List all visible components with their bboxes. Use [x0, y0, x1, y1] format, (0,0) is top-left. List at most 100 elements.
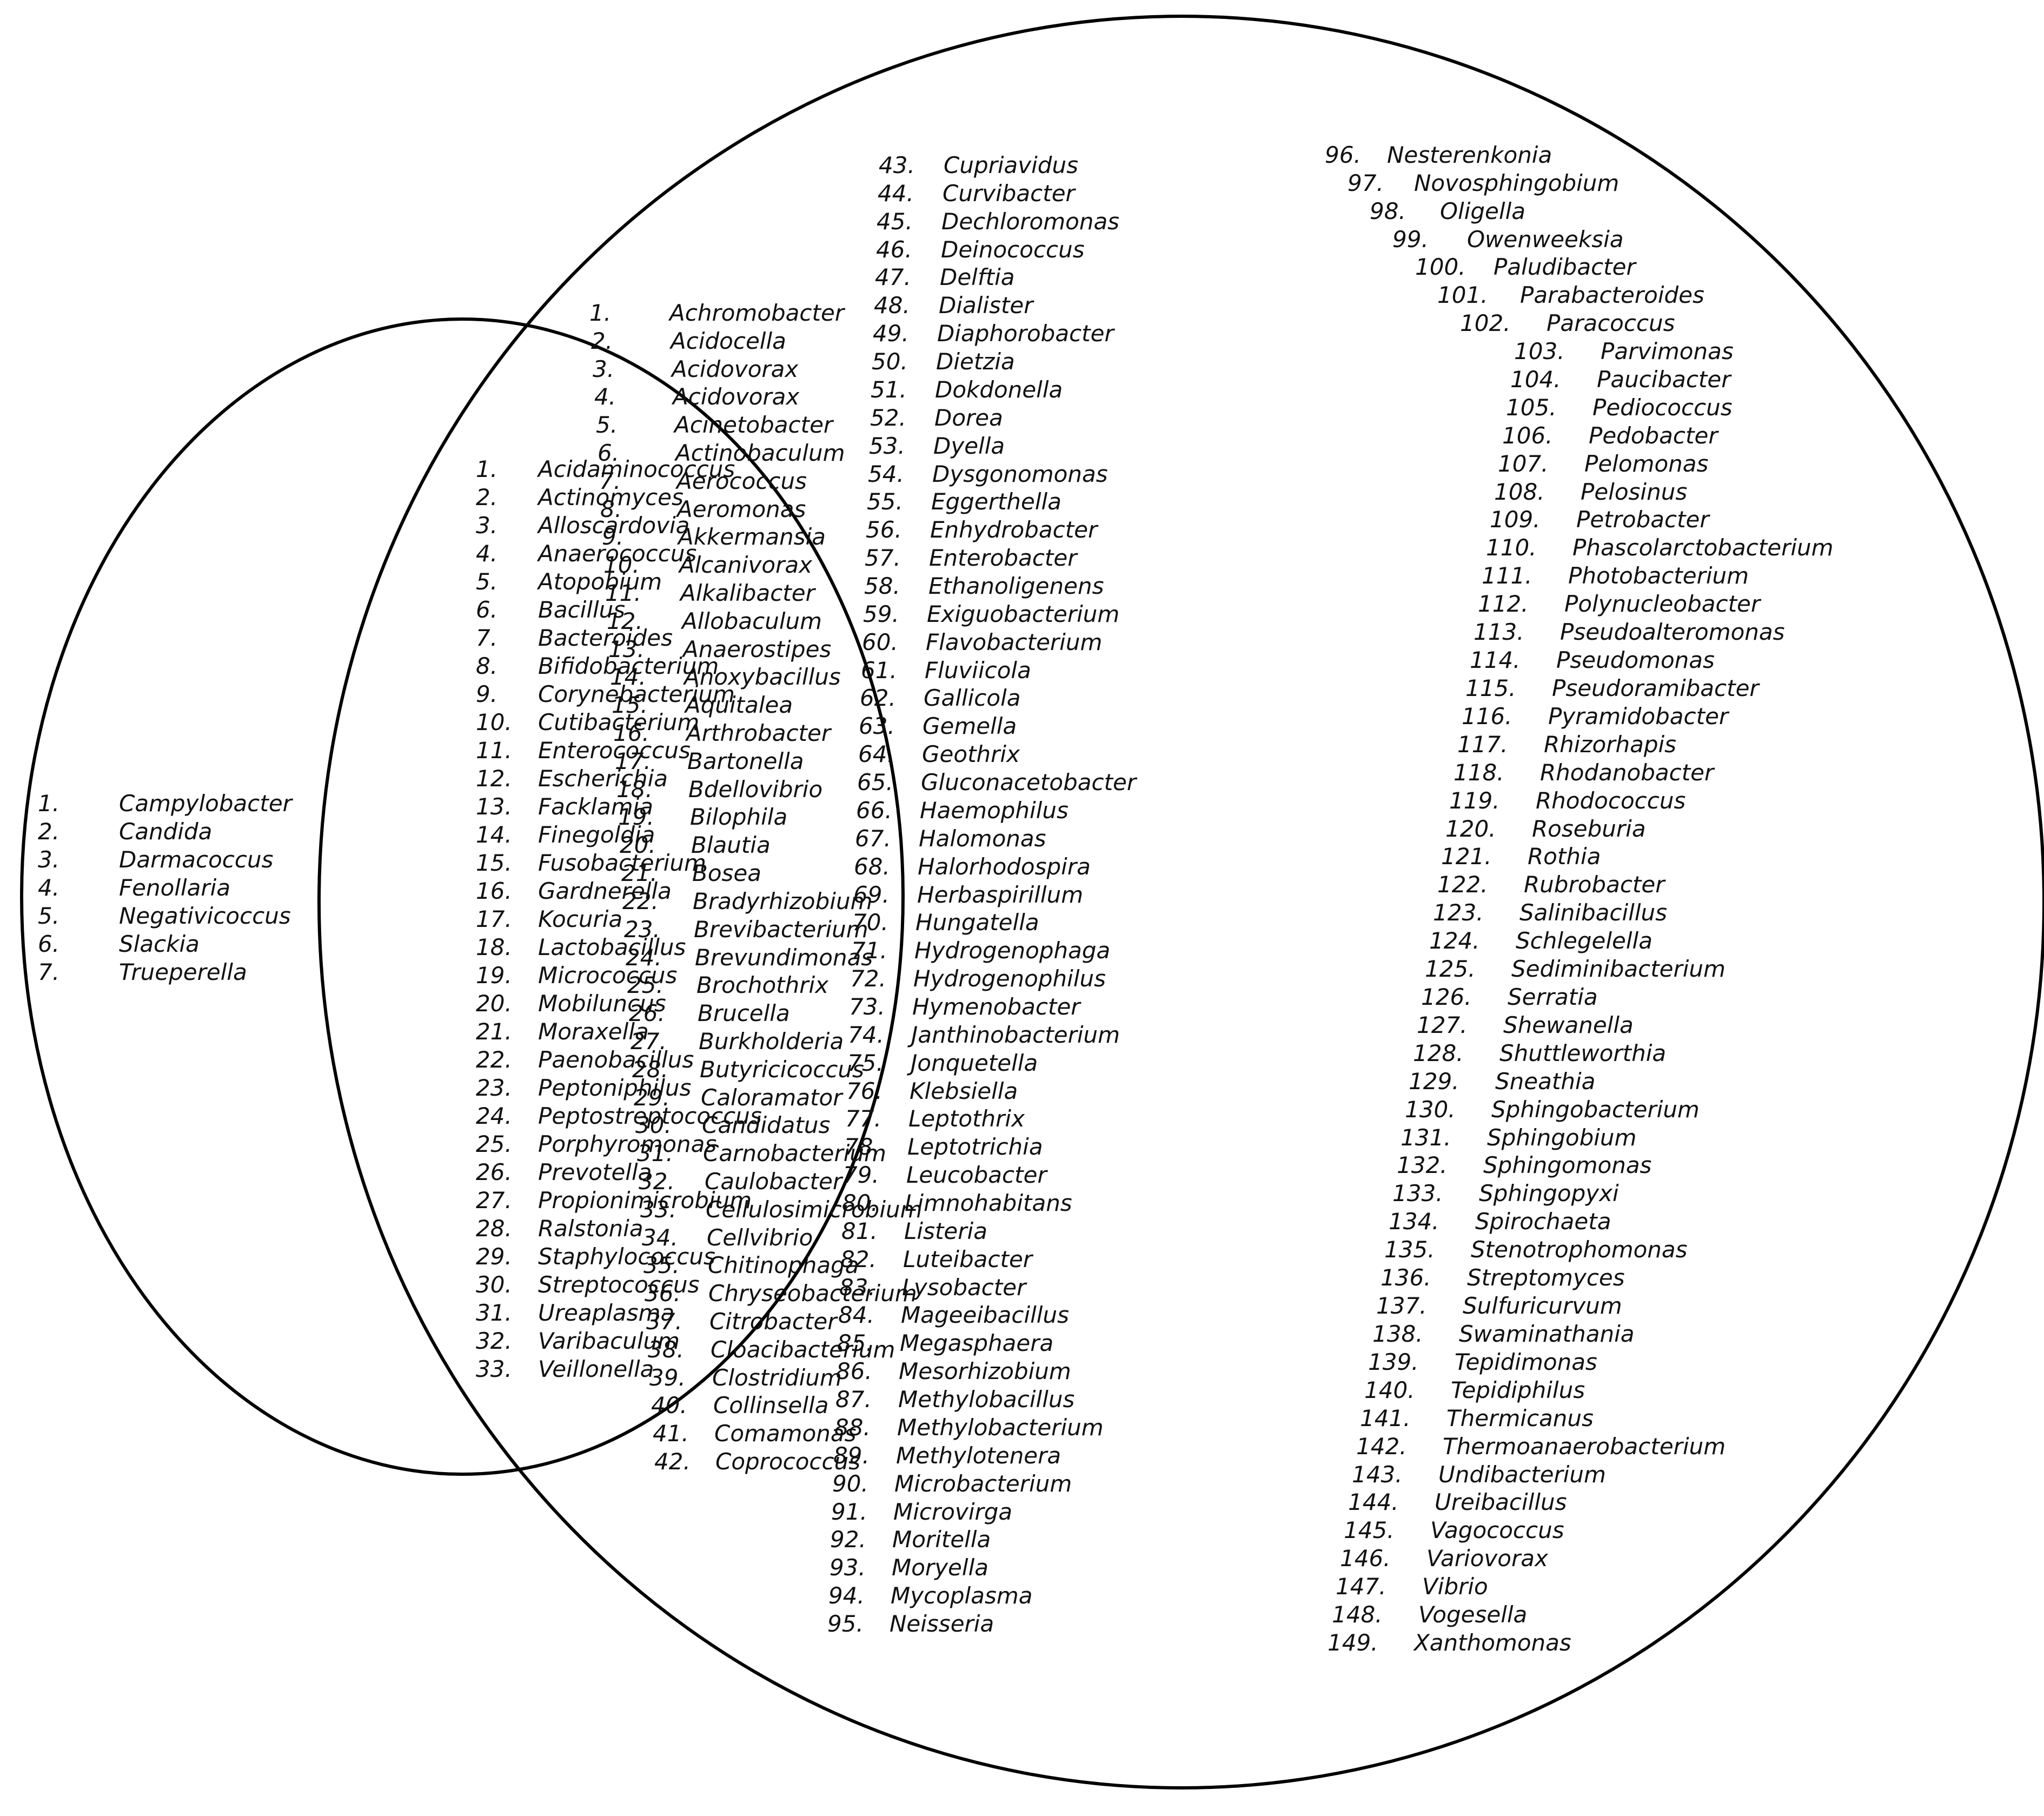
right-only-genus: Vogesella — [1418, 1601, 1527, 1628]
right-only-number: 126. — [1421, 984, 1472, 1010]
shared-number: 18. — [476, 934, 512, 960]
right-only-genus: Moritella — [892, 1526, 991, 1553]
right-only-number: 146. — [1340, 1545, 1391, 1572]
right-only-number: 61. — [861, 657, 897, 684]
right-only-number: 109. — [1490, 506, 1541, 533]
right-only-number: 68. — [854, 853, 890, 880]
right-only-number: 32. — [639, 1168, 675, 1195]
right-only-genus: Leptotrichia — [907, 1134, 1043, 1160]
shared-genus: Acidaminococcus — [536, 456, 735, 482]
right-only-genus: Klebsiella — [910, 1078, 1018, 1104]
right-only-genus: Chitinophaga — [708, 1252, 859, 1278]
right-only-genus: Sphingomonas — [1483, 1152, 1651, 1178]
right-only-number: 57. — [865, 545, 901, 571]
right-only-genus: Cupriavidus — [944, 152, 1078, 178]
right-only-genus: Brevundimonas — [695, 944, 873, 971]
right-only-genus: Parvimonas — [1601, 338, 1734, 364]
shared-genus: Bifidobacterium — [538, 653, 719, 679]
right-only-genus: Bilophila — [690, 804, 787, 830]
right-only-genus: Cloacibacterium — [711, 1336, 895, 1363]
shared-number: 15. — [476, 850, 512, 876]
shared-number: 22. — [476, 1046, 512, 1073]
left-only-genus: Campylobacter — [119, 790, 294, 817]
right-only-number: 3. — [593, 356, 614, 382]
right-only-number: 140. — [1364, 1377, 1415, 1403]
right-only-number: 135. — [1384, 1236, 1435, 1263]
right-only-genus: Caulobacter — [705, 1168, 844, 1195]
right-only-number: 138. — [1372, 1321, 1423, 1347]
right-only-genus: Listeria — [904, 1218, 987, 1244]
right-only-genus: Salinibacillus — [1519, 899, 1667, 926]
right-only-genus: Acinetobacter — [673, 412, 834, 438]
shared-genus: Escherichia — [538, 765, 668, 792]
right-only-genus: Limnohabitans — [905, 1190, 1072, 1216]
right-only-number: 33. — [640, 1196, 676, 1223]
shared-number: 11. — [476, 737, 512, 764]
left-only-genus: Negativicoccus — [119, 903, 291, 929]
shared-genus: Kocuria — [538, 906, 622, 932]
shared-genus: Prevotella — [538, 1159, 652, 1185]
right-only-genus: Thermicanus — [1446, 1405, 1594, 1431]
left-only-list: 1.Campylobacter2.Candida3.Darmacoccus4.F… — [38, 790, 294, 985]
right-only-genus: Mesorhizobium — [899, 1358, 1071, 1384]
shared-number: 33. — [476, 1356, 512, 1382]
right-only-genus: Pelosinus — [1581, 479, 1687, 505]
right-only-number: 88. — [834, 1414, 871, 1441]
shared-genus: Ralstonia — [538, 1215, 643, 1242]
right-only-number: 19. — [618, 804, 654, 830]
right-only-genus: Achromobacter — [668, 300, 846, 326]
right-only-genus: Aeromonas — [675, 496, 806, 522]
right-only-genus: Chryseobacterium — [708, 1280, 917, 1307]
right-only-number: 36. — [645, 1280, 681, 1307]
right-only-genus: Candidatus — [702, 1112, 830, 1138]
shared-number: 9. — [476, 681, 497, 707]
right-only-number: 34. — [642, 1224, 678, 1251]
right-only-genus: Dysgonomonas — [932, 461, 1108, 487]
shared-number: 16. — [476, 878, 512, 904]
right-only-genus: Gemella — [923, 713, 1017, 739]
shared-genus: Alloscardovia — [536, 512, 689, 539]
right-only-number: 124. — [1429, 927, 1480, 954]
right-only-number: 114. — [1470, 647, 1521, 673]
right-only-genus: Halomonas — [919, 825, 1046, 852]
right-only-genus: Shuttleworthia — [1499, 1040, 1666, 1066]
shared-genus: Moraxella — [538, 1018, 649, 1045]
left-only-number: 5. — [38, 903, 59, 929]
right-only-genus: Cellvibrio — [707, 1224, 813, 1251]
right-only-number: 90. — [832, 1470, 868, 1497]
right-only-genus: Gluconacetobacter — [921, 769, 1138, 796]
left-only-genus: Candida — [119, 818, 212, 845]
shared-genus: Veillonella — [538, 1356, 654, 1382]
shared-number: 30. — [476, 1271, 512, 1298]
shared-genus: Bacteroides — [538, 625, 673, 651]
shared-genus: Atopobium — [536, 568, 662, 595]
right-only-number: 98. — [1370, 198, 1406, 224]
right-only-number: 25. — [627, 972, 663, 998]
right-only-genus: Alkalibacter — [679, 580, 817, 606]
shared-genus: Propionimicrobium — [538, 1187, 752, 1214]
right-only-number: 121. — [1441, 843, 1492, 870]
right-only-number: 104. — [1510, 366, 1561, 393]
shared-genus: Staphylococcus — [538, 1243, 715, 1270]
right-only-genus: Sphingobium — [1487, 1124, 1636, 1151]
shared-number: 1. — [476, 456, 497, 482]
right-only-genus: Clostridium — [712, 1364, 842, 1391]
right-only-number: 52. — [870, 405, 906, 431]
right-only-number: 108. — [1494, 479, 1545, 505]
right-only-number: 41. — [653, 1420, 689, 1447]
shared-number: 5. — [476, 568, 497, 595]
right-only-number: 96. — [1325, 142, 1361, 168]
right-only-number: 142. — [1356, 1433, 1407, 1460]
right-only-genus: Halorhodospira — [918, 853, 1091, 880]
right-only-number: 70. — [852, 909, 888, 936]
right-only-number: 83. — [839, 1274, 875, 1301]
right-only-genus: Pseudoramibacter — [1552, 675, 1760, 701]
shared-number: 28. — [476, 1215, 512, 1242]
right-only-genus: Collinsella — [713, 1392, 828, 1419]
right-only-genus: Owenweeksia — [1467, 226, 1624, 253]
right-only-number: 74. — [848, 1022, 884, 1048]
right-only-genus: Xanthomonas — [1413, 1629, 1571, 1656]
shared-genus: Streptococcus — [538, 1271, 700, 1298]
right-only-genus: Butyricicoccus — [700, 1056, 864, 1083]
right-only-number: 136. — [1381, 1264, 1431, 1291]
